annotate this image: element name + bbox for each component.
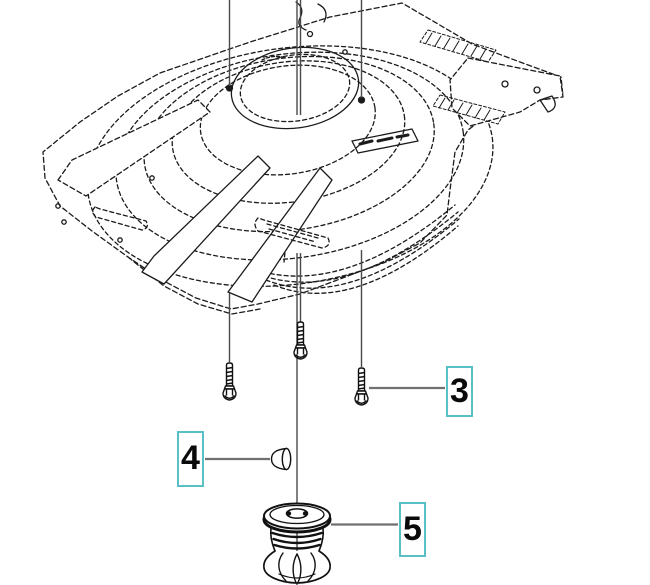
callout-4-label: 4 <box>181 439 200 477</box>
left-support-arm <box>57 99 211 197</box>
screw-left <box>222 362 237 401</box>
callout-5-label: 5 <box>403 509 422 548</box>
screw-middle <box>293 321 308 360</box>
callout-4[interactable]: 4 <box>177 431 204 487</box>
callout-3-label: 3 <box>450 371 469 410</box>
bushing-part <box>262 502 332 584</box>
deck-dome-rings <box>86 45 494 288</box>
mower-deck-illustration <box>42 1 564 315</box>
grip-hatch-right <box>432 94 506 125</box>
front-slot <box>254 217 330 249</box>
screw-right <box>354 367 369 406</box>
front-brace-right <box>227 167 333 303</box>
plug-part <box>270 447 292 471</box>
deck-center-opening <box>230 46 360 130</box>
product-label <box>351 128 419 154</box>
callout-3[interactable]: 3 <box>446 366 473 417</box>
grip-hatch-top <box>419 29 497 63</box>
front-brace-left <box>141 155 271 285</box>
right-bracket-arm <box>449 57 564 127</box>
left-plate-holes <box>55 175 155 243</box>
deck-front-edge <box>127 256 261 315</box>
callout-5[interactable]: 5 <box>399 502 426 557</box>
